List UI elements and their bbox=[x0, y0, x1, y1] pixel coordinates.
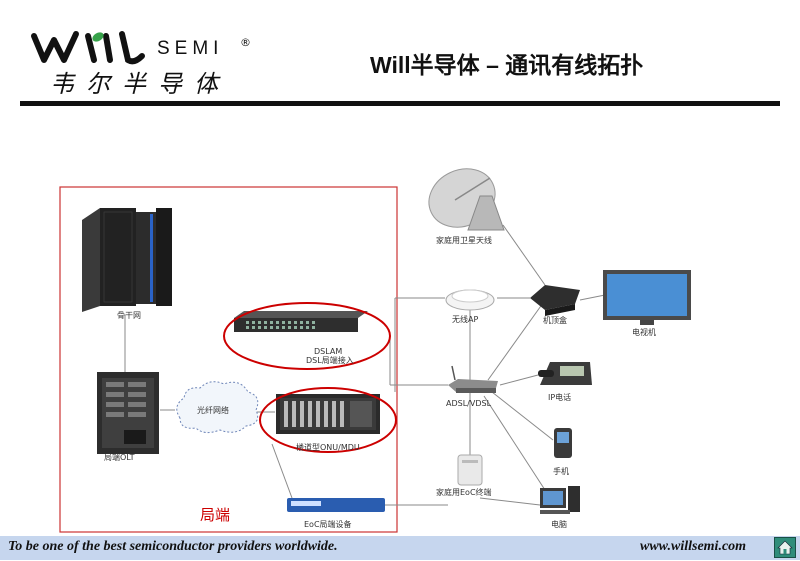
ip-phone-icon bbox=[538, 362, 592, 385]
central-office-label: 局端 bbox=[200, 506, 230, 524]
onu-mdu-label: 楼道型ONU/MDU bbox=[296, 442, 360, 452]
footer-band bbox=[0, 536, 800, 560]
network-topology-diagram: 骨干网 局端OLT 光纤网络 DSLAM DSL局端接入 bbox=[59, 168, 691, 533]
footer-website: www.willsemi.com bbox=[640, 539, 747, 554]
dslam-label-line2: DSL局端接入 bbox=[306, 355, 354, 365]
set-top-box-icon bbox=[530, 285, 580, 316]
tv-label: 电视机 bbox=[632, 327, 656, 337]
home-icon bbox=[777, 540, 793, 555]
fiber-cloud-icon bbox=[176, 381, 259, 434]
onu-mdu-highlight-ellipse bbox=[259, 387, 397, 453]
central-office-box bbox=[59, 186, 398, 533]
adsl-vdsl-label: ADSL/VDSL bbox=[446, 399, 492, 408]
eoc-headend-icon bbox=[287, 498, 385, 512]
logo-wordmark: SEMI bbox=[157, 38, 224, 59]
tv-icon bbox=[603, 270, 691, 325]
pc-icon bbox=[540, 486, 580, 514]
footer-slogan: To be one of the best semiconductor prov… bbox=[8, 539, 338, 554]
eoc-terminal-label: 家庭用EoC终端 bbox=[436, 487, 492, 497]
set-top-box-label: 机顶盒 bbox=[543, 315, 567, 325]
backbone-server-icon bbox=[82, 208, 172, 312]
eoc-headend-label: EoC局端设备 bbox=[304, 519, 352, 529]
connection-lines bbox=[124, 224, 606, 506]
dslam-highlight-ellipse bbox=[223, 302, 391, 370]
wireless-ap-icon bbox=[445, 289, 495, 311]
mobile-phone-icon bbox=[554, 428, 572, 458]
dslam-switch-icon bbox=[234, 311, 368, 332]
header-divider bbox=[20, 101, 780, 106]
mobile-phone-label: 手机 bbox=[553, 466, 569, 476]
satellite-dish-icon bbox=[428, 168, 505, 231]
wireless-ap-label: 无线AP bbox=[452, 314, 478, 324]
fiber-cloud-label: 光纤网络 bbox=[197, 405, 229, 415]
slide-title: Will半导体 – 通讯有线拓扑 bbox=[370, 52, 644, 78]
eoc-terminal-icon bbox=[457, 454, 483, 486]
logo-registered-mark: ® bbox=[240, 36, 251, 49]
adsl-modem-icon bbox=[448, 365, 498, 393]
home-button[interactable] bbox=[774, 537, 796, 558]
pc-label: 电脑 bbox=[551, 519, 567, 529]
dslam-label-line1: DSLAM bbox=[314, 347, 342, 356]
will-logo-mark bbox=[31, 31, 145, 65]
onu-mdu-chassis-icon bbox=[276, 394, 380, 434]
olt-label: 局端OLT bbox=[104, 452, 135, 462]
ip-phone-label: IP电话 bbox=[548, 392, 571, 402]
logo-chinese-name: 韦尔半导体 bbox=[50, 70, 230, 98]
satellite-label: 家庭用卫星天线 bbox=[436, 235, 492, 245]
backbone-label: 骨干网 bbox=[117, 311, 141, 320]
olt-server-icon bbox=[97, 372, 159, 454]
